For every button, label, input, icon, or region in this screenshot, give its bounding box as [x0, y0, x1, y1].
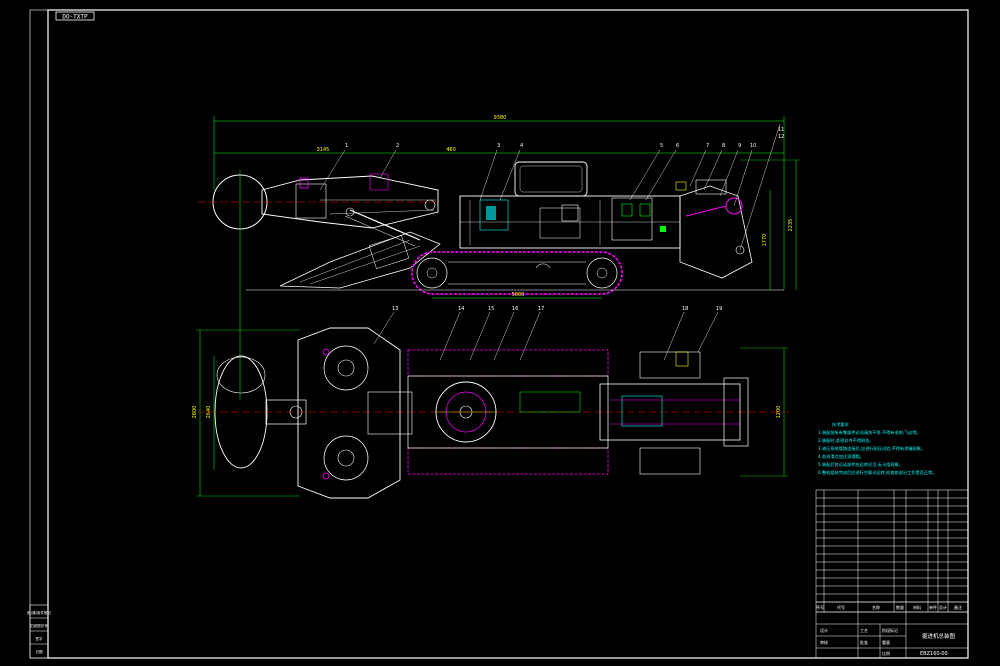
left-label-0: 借(通)用件登记 — [27, 610, 51, 615]
balloon-16: 16 — [512, 306, 518, 312]
scale-stage: 阶段标记 — [882, 627, 898, 633]
sign-approve: 批准 — [860, 639, 868, 645]
sign-design: 设计 — [820, 627, 828, 633]
crawler-track — [411, 251, 623, 295]
hdr-2: 名称 — [872, 604, 880, 610]
left-label-2: 签字 — [36, 636, 43, 641]
sign-process: 工艺 — [860, 628, 868, 633]
dim-2800: 2800 — [192, 406, 198, 419]
balloon-12: 12 — [778, 134, 784, 140]
outer-border — [29, 9, 969, 659]
dim-1770: 1770 — [762, 234, 768, 247]
dim-3145: 3145 — [317, 147, 330, 153]
note-line-2: 2.装配时,各密封件不得损伤。 — [818, 437, 874, 444]
hdr-0: 序号 — [816, 604, 824, 610]
hdr-1: 代号 — [837, 604, 845, 610]
dim-5600: 5600 — [512, 292, 525, 298]
balloon-8: 8 — [722, 143, 725, 149]
note-line-3: 3.液压系统管路连接后,应进行耐压试验,不得有渗漏现象。 — [818, 445, 925, 452]
sign-review: 审核 — [820, 639, 828, 645]
hdr-3: 数量 — [896, 604, 904, 610]
hdr-5: 单件 — [929, 604, 937, 610]
dim-1200: 1200 — [776, 406, 782, 419]
dim-2235: 2235 — [788, 219, 794, 232]
top-view: 2800 2640 1200 13 14 15 16 17 18 19 — [192, 306, 790, 499]
note-line-5: 5.装配后各运动部件应运转灵活,无卡阻现象。 — [818, 461, 903, 468]
note-line-4: 4.各润滑点加注润滑脂。 — [818, 453, 864, 460]
scale-weight: 重量 — [882, 639, 890, 645]
top-balloons: 13 14 15 16 17 18 19 — [373, 306, 722, 361]
rear-conveyor — [679, 185, 753, 279]
left-label-3: 日期 — [36, 649, 43, 654]
hdr-6: 总计 — [939, 604, 947, 610]
title-tag-box — [55, 11, 95, 21]
balloon-5: 5 — [660, 143, 663, 149]
balloon-11: 11 — [778, 127, 784, 133]
gathering-plate — [297, 327, 401, 499]
balloon-3: 3 — [497, 143, 500, 149]
balloon-15: 15 — [488, 306, 494, 312]
left-label-1: 旧底图总号 — [30, 623, 48, 628]
side-view: 9380 3145 460 — [198, 115, 800, 400]
balloon-14: 14 — [458, 306, 464, 312]
dim-460: 460 — [446, 147, 456, 153]
balloon-7: 7 — [706, 143, 709, 149]
balloon-13: 13 — [392, 306, 398, 312]
balloon-1: 1 — [345, 143, 348, 149]
scale-ratio: 比例 — [882, 650, 890, 656]
left-strip: 借(通)用件登记 旧底图总号 签字 日期 — [27, 604, 51, 659]
drawing-frame — [47, 9, 969, 659]
balloon-18: 18 — [682, 306, 688, 312]
parts-list — [815, 489, 969, 613]
note-line-6: 6.整机组装完成后应进行空载试运转,检查各部分工作是否正常。 — [818, 469, 936, 476]
drawing-number: EBZ160-00 — [920, 651, 948, 657]
title-tag: DO-TXTP — [62, 14, 88, 21]
balloon-2: 2 — [396, 143, 399, 149]
title-block — [815, 611, 969, 659]
cutting-boom — [261, 175, 439, 229]
hdr-7: 备注 — [954, 604, 962, 610]
balloon-4: 4 — [520, 143, 523, 149]
notes-title: 技术要求 — [832, 421, 850, 428]
dim-overall-length: 9380 — [494, 115, 507, 121]
hdr-4: 材料 — [913, 604, 921, 610]
balloon-10: 10 — [750, 143, 756, 149]
drawing-name: 掘进机总装图 — [922, 632, 956, 640]
balloon-17: 17 — [538, 306, 544, 312]
note-line-1: 1.装配前所有零部件必须清洗干净,不得有毛刺,飞边等。 — [818, 429, 921, 436]
parts-list-header: 序号 代号 名称 数量 材料 单件 总计 备注 — [816, 604, 962, 610]
technical-notes: 技术要求 1.装配前所有零部件必须清洗干净,不得有毛刺,飞边等。 2.装配时,各… — [818, 421, 936, 476]
balloon-6: 6 — [676, 143, 679, 149]
balloon-19: 19 — [716, 306, 722, 312]
side-balloons: 1 2 3 4 5 6 7 8 9 10 11 12 — [319, 123, 784, 251]
dim-2640: 2640 — [206, 406, 212, 419]
balloon-9: 9 — [738, 143, 741, 149]
loading-shovel — [279, 231, 441, 289]
